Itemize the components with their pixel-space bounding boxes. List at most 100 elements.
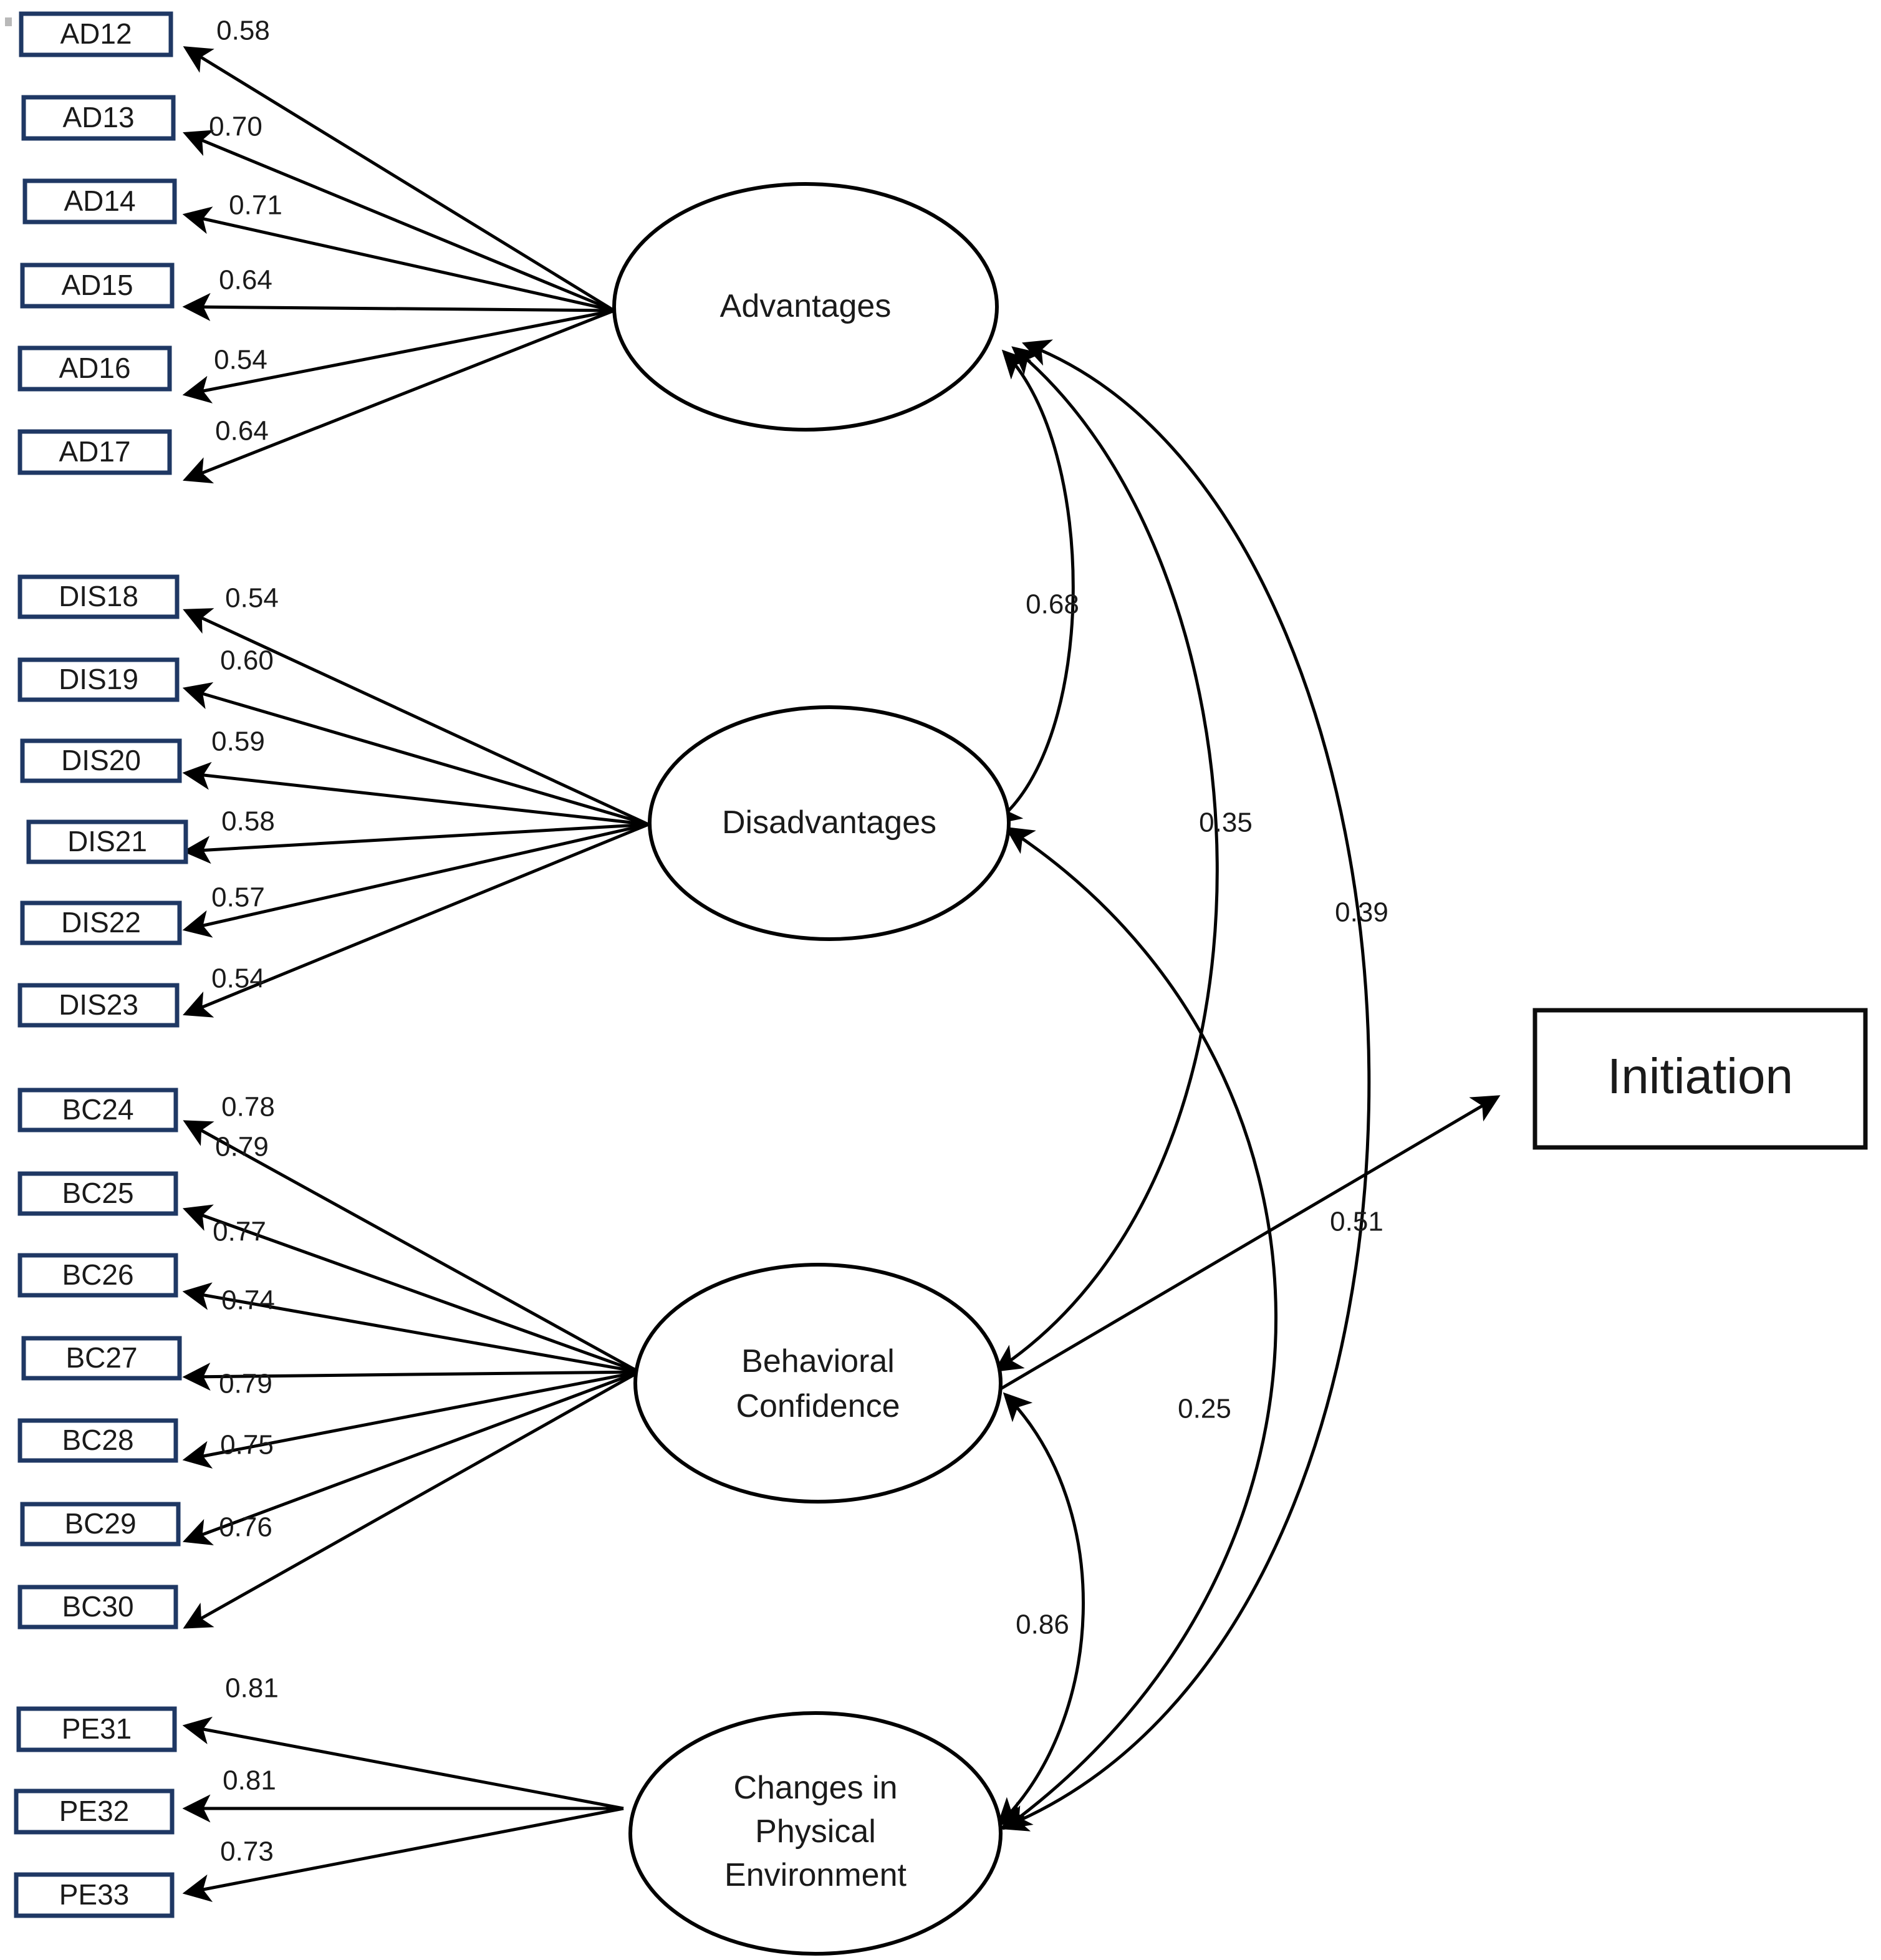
indicator-box-pe32[interactable]: PE32 bbox=[14, 1789, 175, 1835]
loading-label-pe31: 0.81 bbox=[225, 1673, 279, 1704]
loading-edges-behavioral-confidence bbox=[182, 1120, 640, 1629]
stray-speck bbox=[5, 17, 12, 26]
factor-label-disadvantages: Disadvantages bbox=[722, 804, 936, 841]
indicator-box-ad16[interactable]: AD16 bbox=[17, 345, 172, 392]
edge-bc-bc29 bbox=[182, 1370, 640, 1545]
loading-edges-disadvantages bbox=[182, 608, 650, 1018]
loading-edges-advantages bbox=[182, 46, 615, 484]
loading-label-dis20: 0.59 bbox=[211, 727, 265, 757]
indicator-label: AD14 bbox=[64, 185, 135, 217]
coef-label-adv-pe: 0.39 bbox=[1335, 897, 1388, 928]
indicator-box-dis23[interactable]: DIS23 bbox=[17, 983, 180, 1028]
curve-adv-bc bbox=[993, 346, 1219, 1373]
edge-bc-bc28 bbox=[182, 1370, 640, 1469]
factor-label-physical-environment-line3: Environment bbox=[724, 1857, 907, 1893]
indicator-box-bc28[interactable]: BC28 bbox=[17, 1418, 178, 1463]
edge-disadvantages-dis18 bbox=[183, 608, 650, 826]
indicator-box-ad12[interactable]: AD12 bbox=[19, 11, 173, 57]
edge-bc-bc30 bbox=[183, 1370, 640, 1629]
loading-label-ad14: 0.71 bbox=[229, 190, 282, 221]
indicator-label: AD12 bbox=[60, 17, 132, 50]
outcome-node-initiation[interactable]: Initiation bbox=[1532, 1008, 1868, 1150]
indicator-box-ad15[interactable]: AD15 bbox=[20, 263, 175, 309]
coef-label-bc-initiation: 0.51 bbox=[1330, 1207, 1383, 1237]
indicator-label: DIS18 bbox=[59, 580, 138, 612]
indicator-label: AD13 bbox=[62, 101, 134, 133]
loading-label-bc29: 0.75 bbox=[220, 1430, 274, 1460]
indicator-label: BC24 bbox=[62, 1093, 133, 1126]
indicator-box-dis20[interactable]: DIS20 bbox=[20, 738, 182, 783]
edge-bc-bc27 bbox=[182, 1363, 640, 1391]
indicator-box-ad14[interactable]: AD14 bbox=[22, 178, 177, 224]
indicator-box-dis22[interactable]: DIS22 bbox=[20, 900, 182, 945]
loading-label-dis18: 0.54 bbox=[225, 583, 279, 614]
edge-advantages-ad17 bbox=[183, 309, 615, 484]
indicator-label: BC27 bbox=[65, 1341, 137, 1374]
edge-advantages-ad15 bbox=[182, 292, 615, 321]
indicator-box-bc27[interactable]: BC27 bbox=[21, 1336, 182, 1381]
factor-node-behavioral-confidence[interactable]: Behavioral Confidence bbox=[633, 1263, 1003, 1504]
loading-label-dis19: 0.60 bbox=[220, 645, 274, 676]
edge-bc-bc25 bbox=[182, 1204, 640, 1374]
edge-advantages-ad13 bbox=[183, 130, 615, 312]
path-bc-initiation bbox=[996, 1095, 1501, 1393]
curve-dis-bc bbox=[1002, 826, 1277, 1830]
curve-bc-pe bbox=[996, 1392, 1085, 1827]
indicator-box-bc30[interactable]: BC30 bbox=[17, 1585, 178, 1629]
loading-label-ad16: 0.54 bbox=[214, 345, 267, 375]
curve-adv-dis bbox=[993, 349, 1075, 825]
factor-label-physical-environment-line1: Changes in bbox=[733, 1770, 897, 1806]
indicator-label: BC25 bbox=[62, 1177, 133, 1209]
loading-label-ad12: 0.58 bbox=[216, 16, 270, 46]
indicator-label: AD16 bbox=[59, 352, 130, 384]
loading-label-bc26: 0.77 bbox=[213, 1217, 266, 1247]
loading-label-bc28: 0.79 bbox=[219, 1369, 272, 1399]
indicator-label: DIS21 bbox=[67, 825, 147, 857]
indicator-box-ad17[interactable]: AD17 bbox=[17, 429, 172, 475]
loading-label-dis21: 0.58 bbox=[221, 806, 275, 837]
indicator-box-bc25[interactable]: BC25 bbox=[17, 1171, 178, 1216]
indicator-box-bc26[interactable]: BC26 bbox=[17, 1253, 178, 1298]
indicator-label: BC28 bbox=[62, 1424, 133, 1456]
indicator-box-ad13[interactable]: AD13 bbox=[21, 95, 176, 141]
loading-label-bc27: 0.74 bbox=[221, 1285, 275, 1316]
indicator-label: DIS22 bbox=[61, 906, 141, 939]
edge-advantages-ad12 bbox=[183, 46, 615, 312]
edge-disadvantages-dis22 bbox=[182, 823, 649, 938]
indicator-box-dis21[interactable]: DIS21 bbox=[26, 819, 188, 864]
indicator-label: AD17 bbox=[59, 435, 130, 468]
loading-label-dis23: 0.54 bbox=[211, 963, 265, 994]
edge-disadvantages-dis21 bbox=[182, 823, 649, 864]
factor-label-advantages: Advantages bbox=[720, 288, 892, 324]
outcome-label-initiation: Initiation bbox=[1607, 1048, 1793, 1104]
indicator-label: BC26 bbox=[62, 1258, 133, 1291]
indicator-box-dis19[interactable]: DIS19 bbox=[17, 657, 180, 702]
indicator-box-bc24[interactable]: BC24 bbox=[17, 1088, 178, 1132]
indicator-box-pe33[interactable]: PE33 bbox=[14, 1872, 175, 1918]
edge-bc-bc24 bbox=[183, 1120, 640, 1374]
coef-label-adv-bc: 0.35 bbox=[1199, 808, 1253, 838]
factor-label-behavioral-confidence-line2: Confidence bbox=[736, 1388, 900, 1424]
indicator-label: PE33 bbox=[59, 1878, 130, 1911]
indicator-label: PE32 bbox=[59, 1795, 130, 1827]
indicator-box-dis18[interactable]: DIS18 bbox=[17, 574, 180, 619]
factor-node-advantages[interactable]: Advantages bbox=[612, 182, 999, 432]
indicator-label: DIS19 bbox=[59, 663, 138, 695]
indicator-box-bc29[interactable]: BC29 bbox=[20, 1502, 181, 1547]
factor-node-disadvantages[interactable]: Disadvantages bbox=[648, 705, 1011, 941]
edge-pe-pe33 bbox=[182, 1807, 624, 1902]
curve-adv-pe bbox=[999, 339, 1371, 1832]
indicator-label: PE31 bbox=[62, 1712, 132, 1745]
indicator-box-pe31[interactable]: PE31 bbox=[16, 1706, 177, 1752]
indicator-label: BC30 bbox=[62, 1590, 133, 1623]
loading-label-bc30: 0.76 bbox=[219, 1512, 272, 1543]
indicator-label: AD15 bbox=[61, 269, 133, 301]
factor-node-physical-environment[interactable]: Changes in Physical Environment bbox=[628, 1711, 1003, 1956]
edge-disadvantages-dis19 bbox=[182, 682, 649, 826]
edge-advantages-ad14 bbox=[182, 206, 615, 312]
loading-label-pe33: 0.73 bbox=[220, 1837, 274, 1867]
loading-label-dis22: 0.57 bbox=[211, 882, 265, 913]
loading-edges-physical-environment bbox=[182, 1716, 624, 1902]
